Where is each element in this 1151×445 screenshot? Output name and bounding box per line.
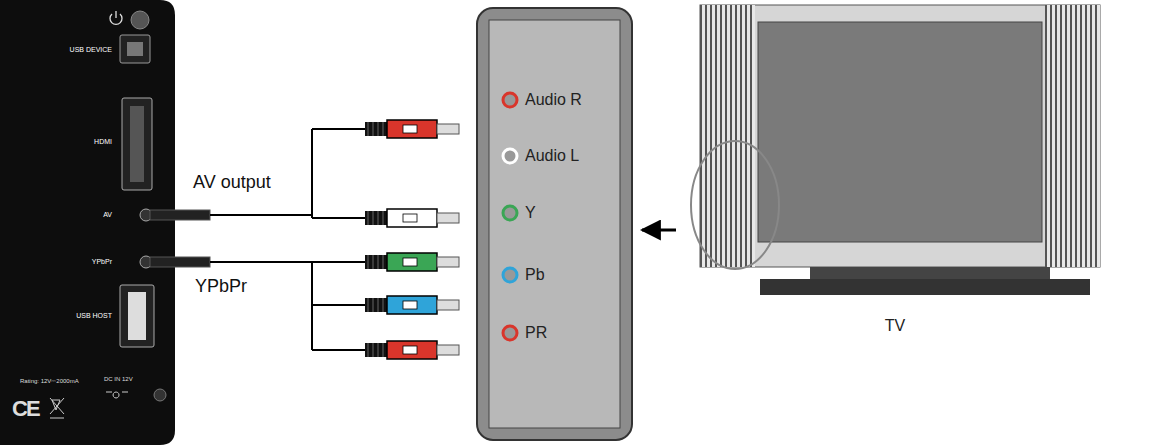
rca-plug	[387, 120, 437, 138]
rca-plug	[373, 122, 374, 136]
rca-plug	[368, 343, 369, 357]
cables	[150, 129, 365, 350]
rca-plug	[437, 124, 459, 134]
rca-plug	[378, 255, 379, 269]
node-label: HDMI	[94, 138, 112, 145]
rca-plug	[373, 255, 374, 269]
tv-input-panel: Audio R Audio L Y PbPR	[477, 8, 632, 440]
node-label: TV	[885, 317, 905, 335]
node-label: YPbPr	[92, 258, 112, 265]
node-label: Rating: 12V⎓2000mA	[20, 378, 79, 385]
rca-plug	[403, 125, 417, 133]
node-label: USB DEVICE	[70, 46, 112, 53]
rca-plug	[368, 255, 369, 269]
rca-plug	[368, 122, 369, 136]
rca-plug	[368, 298, 369, 312]
rca-plug	[373, 211, 374, 225]
device-body	[0, 0, 175, 445]
usb-b-port	[120, 35, 150, 63]
ypbpr-plug	[150, 257, 210, 267]
rca-plug	[383, 255, 384, 269]
tv-stand	[810, 267, 1050, 279]
rca-plug	[373, 343, 374, 357]
weee-symbol	[50, 398, 64, 418]
node-label: PR	[525, 324, 547, 342]
node-label: AV	[103, 211, 112, 218]
callout-circle	[691, 141, 779, 269]
dc-jack	[154, 389, 166, 401]
panel-outer	[477, 8, 632, 440]
rca-plug	[387, 209, 437, 227]
socket-circles	[503, 93, 517, 340]
rca-plug	[437, 213, 459, 223]
ce-mark: CE	[12, 396, 39, 422]
connector-arrow	[642, 229, 676, 232]
rca-plug	[365, 298, 387, 312]
rca-plug	[437, 257, 459, 267]
rca-plug	[378, 298, 379, 312]
hdmi-inner	[130, 106, 144, 182]
socket	[503, 206, 517, 220]
rca-plug	[403, 214, 417, 222]
tv-frame	[700, 5, 1100, 267]
node-label: USB HOST	[76, 312, 112, 319]
socket	[503, 93, 517, 107]
rca-plug	[365, 211, 387, 225]
rca-plug	[403, 346, 417, 354]
usb-b-inner	[127, 42, 143, 56]
usb-a-inner	[128, 292, 146, 340]
socket	[503, 326, 517, 340]
polarity-symbol	[106, 392, 128, 398]
panel-inner	[489, 20, 620, 428]
rca-plug	[383, 298, 384, 312]
rca-plug	[383, 122, 384, 136]
socket	[503, 268, 517, 282]
rca-plug	[378, 343, 379, 357]
tv-base	[760, 279, 1090, 295]
rca-plug	[383, 343, 384, 357]
usb-a-port	[120, 285, 154, 347]
cable-label: YPbPr	[195, 276, 247, 297]
device-panel: USB DEVICE HDMI AV YPbPrUSB HOST Rating: 12V…	[0, 0, 175, 445]
tv-set	[691, 5, 1100, 295]
node-label: Audio R	[525, 91, 582, 109]
rca-plug	[387, 296, 437, 314]
rca-plug	[378, 211, 379, 225]
rca-plug	[387, 253, 437, 271]
tv-grille	[700, 5, 755, 267]
rca-plug	[365, 122, 387, 136]
rca-plug	[437, 345, 459, 355]
rca-plug	[437, 300, 459, 310]
av-plug	[150, 210, 210, 220]
rca-plug	[373, 298, 374, 312]
rca-plug	[368, 211, 369, 225]
rca-plug	[403, 258, 417, 266]
rca-plug	[403, 301, 417, 309]
rca-plugs	[365, 120, 459, 359]
ypbpr-wire	[210, 262, 365, 350]
hdmi-port	[122, 98, 152, 190]
media-player	[0, 0, 175, 445]
rca-plug	[378, 122, 379, 136]
power-button	[131, 11, 149, 29]
node-label: Audio L	[525, 147, 579, 165]
rca-plug	[365, 255, 387, 269]
rca-plug	[365, 343, 387, 357]
tv: TV	[680, 5, 1110, 340]
socket	[503, 149, 517, 163]
tv-screen	[758, 22, 1042, 242]
power-symbol	[110, 11, 122, 24]
node-label: DC IN 12V	[104, 376, 133, 382]
node-label: Y	[525, 204, 536, 222]
rca-plug	[383, 211, 384, 225]
tv-grille	[1045, 5, 1100, 267]
cable-label: AV output	[193, 172, 271, 193]
node-label: Pb	[525, 266, 545, 284]
rca-plug	[387, 341, 437, 359]
